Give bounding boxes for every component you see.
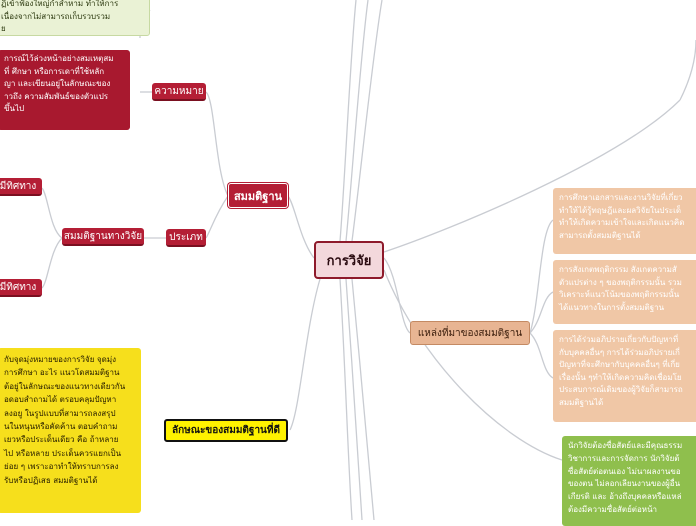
leaf-node-top[interactable]: มีทิศทาง: [0, 178, 42, 196]
researcher-ethics-box: นักวิจัยต้องซื่อสัตย์และมีคุณธรรม วิชากา…: [562, 436, 696, 526]
meaning-line: การณ์ไว้ล่วงหน้าอย่างสมเหตุสม: [4, 54, 114, 63]
top-note-box: ฏิเข้าฟ้องใหญ่กำสำหาม ทำให้การ เนื่องจาก…: [0, 0, 150, 36]
good-line: นในหนุนหรือคัดค้าน ตอบคำถาม: [4, 422, 118, 432]
researcher-line: นักวิจัยต้องซื่อสัตย์และมีคุณธรรม: [568, 441, 683, 450]
good-hypothesis-text-box: กับจุดมุ่งหมายของการวิจัย จุดมุ่ง การศึก…: [0, 348, 141, 513]
source-item-3-line: สมมติฐานได้: [559, 397, 604, 407]
good-line: อดอบสำถามได้ ตรอบคลุมปัญหา: [4, 395, 117, 405]
meaning-line: ญา และเขียนอยู่ในลักษณะของ: [4, 79, 111, 89]
leaf-node-bottom[interactable]: มีทิศทาง: [0, 279, 42, 297]
researcher-line: วิชาการและการจัดการ นักวิจัยต้: [568, 453, 680, 463]
hypothesis-node[interactable]: สมมติฐาน: [228, 183, 288, 208]
source-item-3-line: กับบุคคลอื่นๆ การได้ร่วมอภิปรายเกี่: [559, 347, 680, 357]
good-hypothesis-label: ลักษณะของสมมติฐานที่ดี: [172, 425, 280, 436]
source-item-1-line: การศึกษาเอกสารและงานวิจัยที่เกี่ยว: [559, 193, 683, 202]
top-note-line: ฏิเข้าฟ้องใหญ่กำสำหาม ทำให้การ: [1, 0, 119, 8]
source-item-1: การศึกษาเอกสารและงานวิจัยที่เกี่ยว ทำให้…: [553, 188, 696, 254]
hypothesis-label: สมมติฐาน: [233, 189, 283, 203]
good-line: ลงอยู ในรูปแบบที่สามารถลงสรุป: [4, 408, 116, 418]
source-item-2: การสังเกตพฤติกรรม สังเกตความสั ตัวแปรต่า…: [553, 260, 696, 324]
researcher-line: เกียรติ และ อ้างถึงบุคคลหรือแหล่: [568, 492, 682, 502]
meaning-line: ขึ้นไป: [4, 104, 25, 114]
researcher-line: ของตน ไม่ลอกเลียนงานของผู้อื่น: [568, 479, 681, 489]
types-label: ประเภท: [169, 231, 203, 243]
source-item-2-line: ได้แนวทางในการตั้งสมมติฐาน: [559, 302, 665, 312]
leaf-bottom-label: มีทิศทาง: [0, 281, 37, 293]
good-line: รับหรือปฏิเสธ สมมติฐานได้: [4, 475, 98, 485]
source-item-3-line: การได้ร่วมอภิปรายเกี่ยวกับปัญหาที่: [559, 335, 679, 344]
meaning-line: ที่ ศึกษา หรือการเดาที่ใช้หลัก: [4, 66, 105, 76]
leaf-top-label: มีทิศทาง: [0, 180, 37, 192]
researcher-line: ซื่อสัตย์ต่อตนเอง ไม่นาผลงานขอ: [568, 466, 681, 476]
research-hypothesis-label: สมมติฐานทางวิจัย: [63, 230, 143, 242]
top-note-line: เนื่องจากไม่สามารถเก็บรวบรวม: [1, 11, 111, 21]
good-line: การศึกษา อะไร แนวโดสมมติฐาน: [4, 368, 120, 378]
meaning-line: าวถึง ความสัมพันธ์ของตัวแปร: [4, 91, 109, 101]
types-node[interactable]: ประเภท: [166, 229, 206, 247]
good-line: เยวหรือประเด็นเดียว คือ ถ้าหลาย: [4, 435, 119, 445]
research-hypothesis-node[interactable]: สมมติฐานทางวิจัย: [62, 228, 144, 246]
good-line: กับจุดมุ่งหมายของการวิจัย จุดมุ่ง: [4, 355, 116, 364]
sources-label: แหล่งที่มาของสมมติฐาน: [417, 327, 523, 339]
central-topic[interactable]: การวิจัย: [314, 241, 384, 279]
good-line: ไป หรือหลาย ประเด็นควรแยกเป็น: [4, 448, 122, 458]
source-item-3-line: ปัญหาที่จะศึกษากับบุคคลอื่นๆ ที่เกี่ย: [559, 360, 680, 370]
source-item-3-line: เรื่องนั้น ๆทำให้เกิดความคิดเชื่อมโย: [559, 372, 682, 382]
source-item-3: การได้ร่วมอภิปรายเกี่ยวกับปัญหาที่ กับบุ…: [553, 330, 696, 422]
source-item-1-line: ทำให้เกิดความเข้าใจและเกิดแนวคิด: [559, 218, 685, 228]
good-line: ต้อยู่ในลักษณะของแนวทางเดียวกัน: [4, 381, 126, 391]
top-note-line: ย: [1, 24, 6, 34]
meaning-label: ความหมาย: [154, 85, 204, 97]
source-item-3-line: ประสบการณ์เดิมของผู้วิจัยก็สามารถ: [559, 385, 683, 395]
sources-node[interactable]: แหล่งที่มาของสมมติฐาน: [410, 321, 530, 345]
researcher-line: ต้องมีความซื่อสัตย์ต่อหน้า: [568, 504, 658, 514]
source-item-1-line: ทำให้ได้รู้ทฤษฎีและผลวิจัยในประเด็: [559, 205, 682, 215]
good-line: ย่อย ๆ เพราะอาทำให้ทราบการลง: [4, 462, 119, 472]
source-item-1-line: สามารถตั้งสมมติฐานได้: [559, 230, 641, 240]
central-topic-label: การวิจัย: [326, 253, 372, 269]
source-item-2-line: ตัวแปรต่าง ๆ ของพฤติกรรมนั้น รวม: [559, 277, 682, 287]
source-item-2-line: การสังเกตพฤติกรรม สังเกตความสั: [559, 265, 677, 274]
meaning-node[interactable]: ความหมาย: [152, 83, 206, 101]
source-item-2-line: วิเคราะห์แนวโน้มของพฤติกรรมนั้น: [559, 290, 680, 300]
good-hypothesis-node[interactable]: ลักษณะของสมมติฐานที่ดี: [164, 419, 288, 442]
meaning-text-box: การณ์ไว้ล่วงหน้าอย่างสมเหตุสม ที่ ศึกษา …: [0, 50, 130, 130]
